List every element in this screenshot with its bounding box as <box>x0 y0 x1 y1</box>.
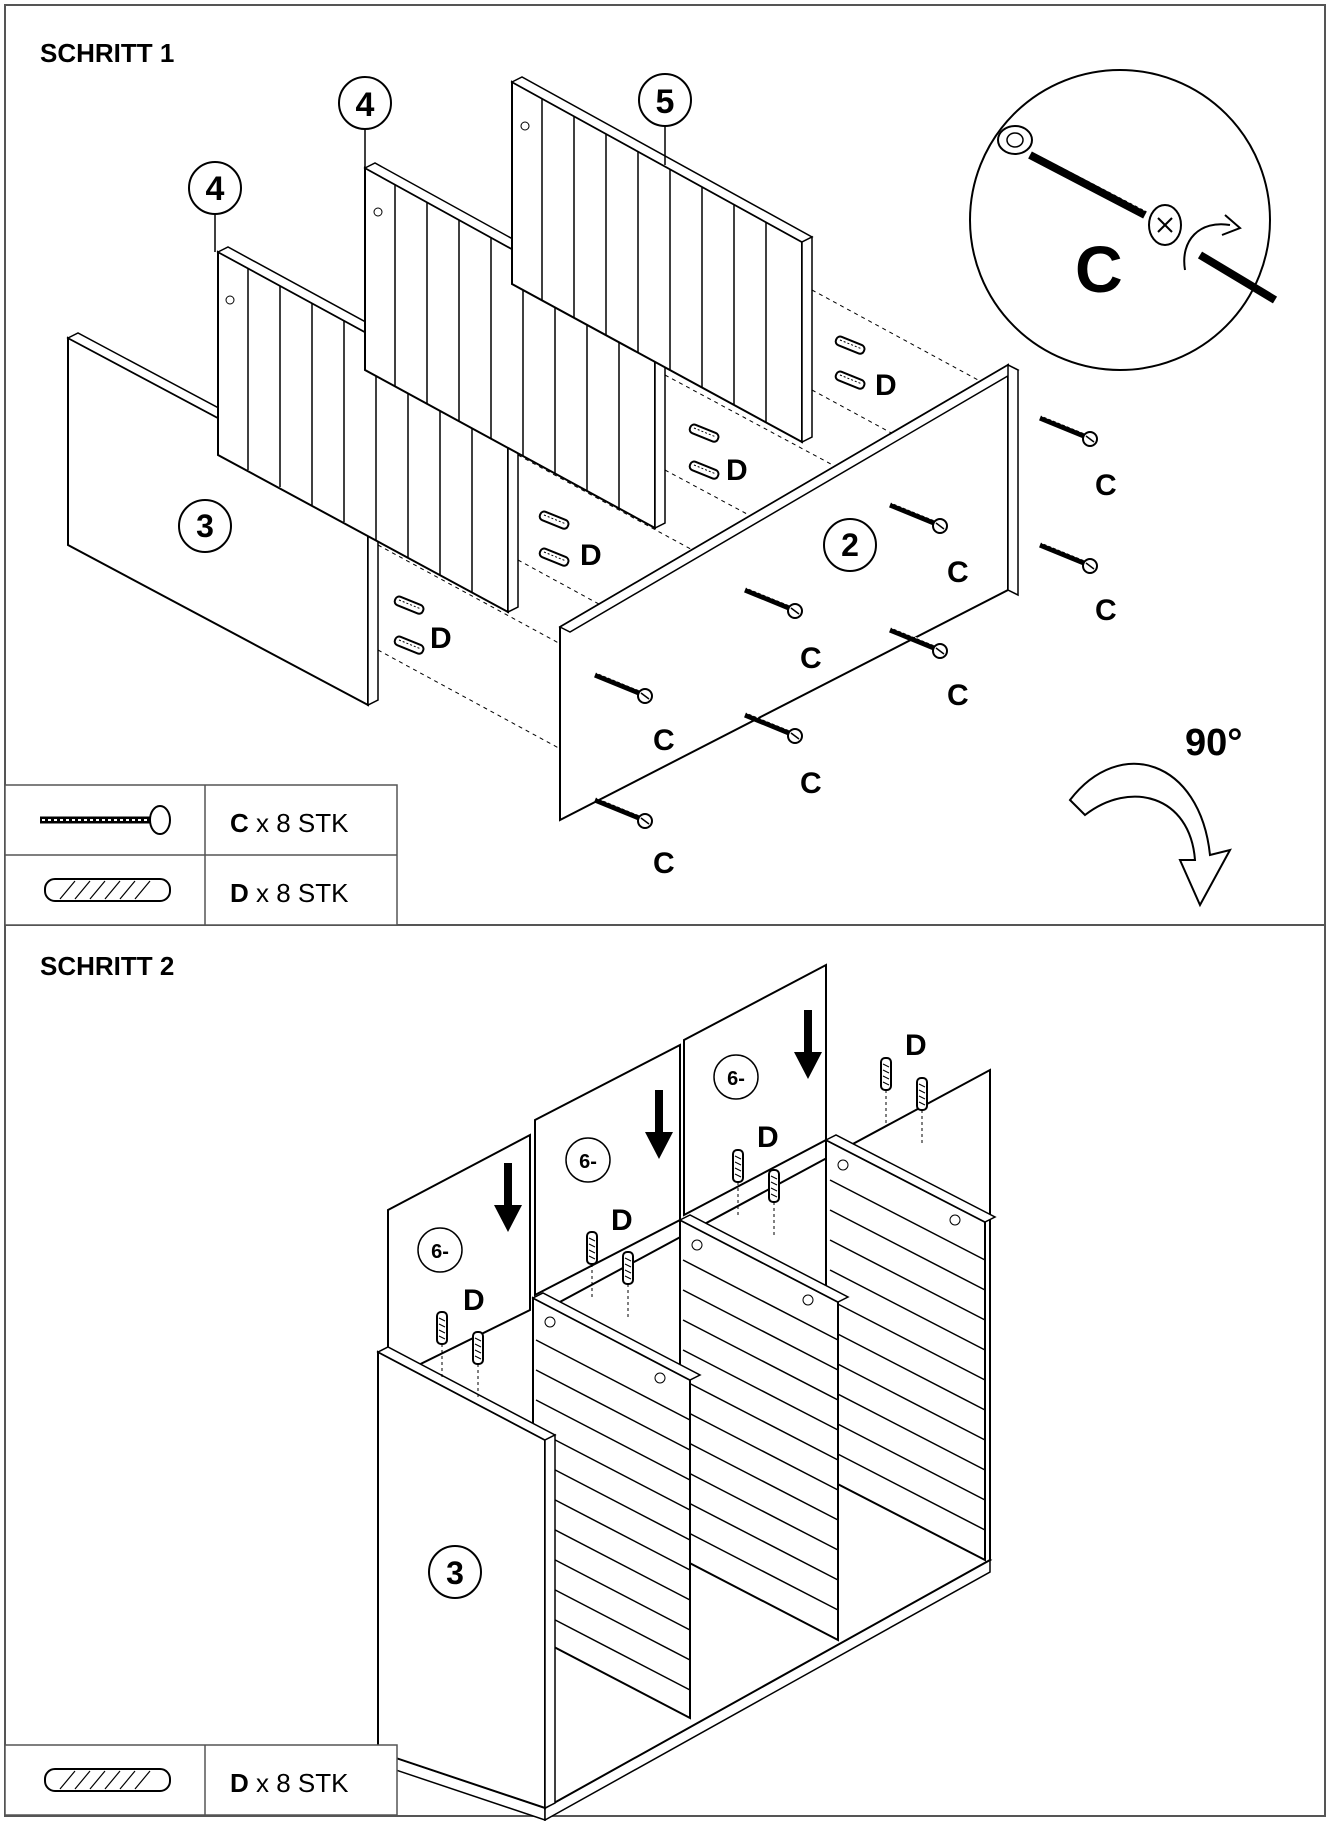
legend-step2: D x 8 STK <box>4 1744 398 1816</box>
label-d-3: D <box>580 539 602 572</box>
label-c-4: C <box>947 679 969 712</box>
panel-3-step2: 3 <box>376 1346 557 1810</box>
dowel-icon <box>44 878 171 902</box>
label-d-6: D <box>611 1204 633 1237</box>
part-label-4a: 4 <box>206 170 225 208</box>
label-d-2: D <box>726 454 748 487</box>
label-d-1: D <box>875 369 897 402</box>
panel-5: 5 <box>510 73 814 444</box>
slat-panel-1 <box>531 1292 702 1720</box>
label-d-4: D <box>430 622 452 655</box>
label-c-8: C <box>653 847 675 880</box>
label-c-6: C <box>800 767 822 800</box>
legend-step1: C x 8 STK D x 8 STK <box>4 784 398 926</box>
label-c-3: C <box>947 556 969 589</box>
detail-circle: C <box>969 69 1278 371</box>
legend-d-row-step2: D x 8 STK <box>230 1768 349 1798</box>
panel-6a: 6- <box>387 1133 531 1382</box>
label-c-2: C <box>1095 594 1117 627</box>
panel-6b: 6- <box>534 1043 681 1297</box>
part-label-6b: 6- <box>579 1151 597 1173</box>
label-c-7: C <box>653 724 675 757</box>
step2-title: SCHRITT 2 <box>40 951 174 981</box>
label-d-5: D <box>463 1284 485 1317</box>
label-d-8: D <box>905 1029 927 1062</box>
panel-6c: 6- <box>683 963 827 1217</box>
screw-icon <box>40 805 171 835</box>
slat-panel-3 <box>824 1134 997 1562</box>
step1-title: SCHRITT 1 <box>40 38 174 68</box>
legend-c-row: C x 8 STK <box>230 808 349 838</box>
label-d-7: D <box>757 1121 779 1154</box>
detail-label-c: C <box>1075 232 1123 306</box>
slat-panel-2 <box>678 1214 850 1642</box>
part-label-3b: 3 <box>446 1555 464 1591</box>
part-label-6c: 6- <box>727 1068 745 1090</box>
rotation-label: 90° <box>1185 722 1242 764</box>
panel-2-step1: 2 <box>558 363 1020 822</box>
label-c-5: C <box>800 642 822 675</box>
part-label-4b: 4 <box>356 86 375 124</box>
part-label-3a: 3 <box>196 508 214 544</box>
down-arrow-icons <box>494 1010 822 1232</box>
part-label-5: 5 <box>656 83 675 121</box>
rotate-arrow-icon: 90° <box>1068 722 1242 908</box>
part-label-6a: 6- <box>431 1241 449 1263</box>
dowel-icon <box>44 1768 171 1792</box>
label-c-1: C <box>1095 469 1117 502</box>
part-label-2a: 2 <box>841 527 859 563</box>
legend-d-row: D x 8 STK <box>230 878 349 908</box>
